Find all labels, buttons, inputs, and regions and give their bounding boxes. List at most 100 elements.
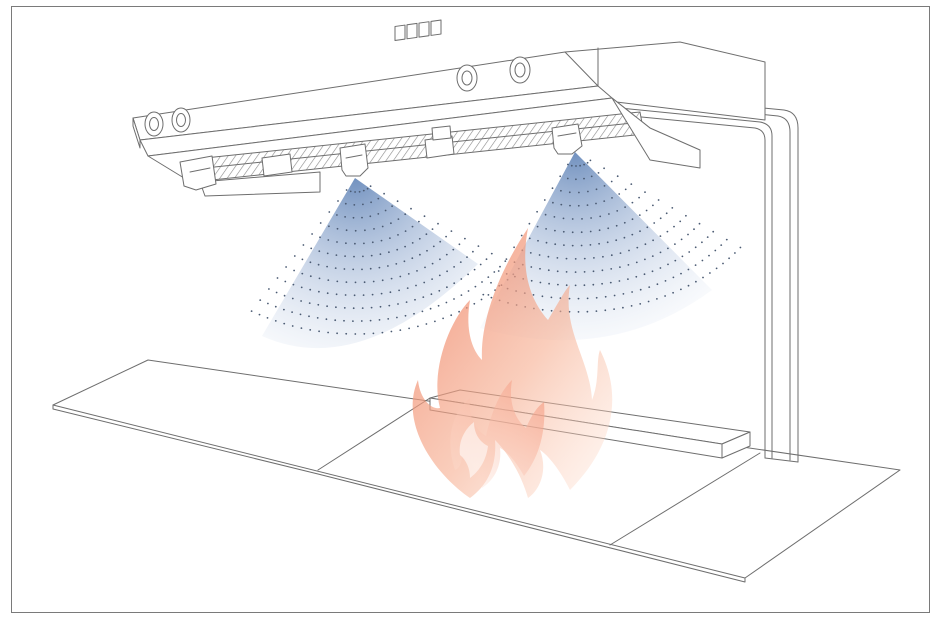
spray-dot — [291, 325, 294, 327]
spray-dot — [430, 293, 433, 296]
spray-dot — [505, 258, 508, 260]
spray-dot — [593, 257, 595, 259]
spray-dot — [309, 261, 312, 264]
spray-dot — [687, 233, 689, 236]
spray-dot — [694, 264, 697, 266]
spray-dot — [590, 175, 593, 178]
spray-dot — [354, 281, 357, 284]
spray-dot — [598, 229, 601, 232]
spray-dot — [388, 251, 390, 254]
spray-dot — [715, 267, 718, 270]
spray-dot — [601, 269, 604, 272]
spray-dot — [566, 177, 569, 180]
spray-dot — [481, 281, 483, 283]
spray-dot — [623, 221, 626, 224]
spray-dot — [344, 294, 347, 296]
spray-dot — [345, 229, 348, 232]
spray-dot — [424, 266, 426, 269]
spray-dot — [688, 251, 691, 253]
spray-dot — [432, 245, 435, 248]
spray-dot — [557, 283, 559, 286]
spray-dot — [379, 305, 382, 308]
spray-dot — [577, 311, 580, 313]
spray-dot — [592, 270, 595, 273]
spray-dot — [336, 214, 338, 216]
spray-dot — [274, 305, 277, 308]
spray-dot — [258, 313, 261, 316]
spray-dot — [624, 206, 626, 209]
spray-dot — [504, 260, 507, 262]
spray-dot — [411, 225, 414, 228]
spray-dot — [659, 267, 662, 269]
spray-dot — [285, 266, 287, 268]
spray-dot — [352, 216, 355, 219]
spray-dot — [416, 270, 418, 272]
spray-dot — [532, 294, 535, 296]
spray-dot — [575, 178, 577, 181]
spray-dot — [636, 246, 639, 249]
spray-dot — [639, 288, 642, 291]
spray-dot — [372, 280, 375, 283]
spray-dot — [363, 333, 366, 335]
spray-dot — [362, 255, 364, 258]
spray-dot — [388, 304, 391, 307]
spray-dot — [363, 242, 365, 245]
spray-dot — [565, 284, 568, 287]
spray-dot — [389, 237, 391, 240]
spray-dot — [587, 190, 589, 193]
spray-dot — [547, 269, 550, 272]
spray-dot — [548, 282, 550, 285]
spray-dot — [659, 251, 662, 254]
spray-dot — [266, 317, 269, 319]
flame-icon — [412, 228, 613, 498]
spray-dot — [396, 316, 398, 319]
spray-dot — [586, 204, 589, 207]
spray-dot — [336, 227, 339, 230]
spray-dot — [450, 314, 453, 317]
spray-dot — [438, 289, 441, 292]
spray-dot — [659, 217, 662, 220]
spray-dot — [399, 329, 402, 331]
spray-dot — [563, 244, 565, 247]
spray-dot — [624, 188, 627, 191]
spray-dot — [513, 246, 515, 249]
spray-dot — [565, 271, 568, 273]
spray-dot — [318, 277, 321, 280]
spray-dot — [369, 267, 372, 270]
spray-dot — [472, 250, 474, 253]
spray-dot — [300, 286, 303, 289]
spray-dot — [390, 330, 393, 333]
spray-dot — [458, 243, 461, 246]
spray-dot — [679, 220, 682, 223]
spray-dot — [283, 322, 286, 325]
spray-dot — [543, 199, 546, 201]
spray-dot — [520, 234, 523, 237]
spray-dot — [578, 191, 580, 194]
spray-dot — [429, 307, 432, 310]
spray-dot — [345, 332, 348, 335]
spray-dot — [490, 252, 493, 255]
spray-dot — [487, 294, 490, 296]
spray-dot — [603, 200, 606, 203]
spray-dot — [377, 197, 380, 200]
spray-dot — [381, 279, 384, 282]
spray-dot — [592, 283, 595, 286]
spray-dot — [464, 237, 466, 240]
spray-dot — [574, 284, 577, 287]
spray-dot — [300, 300, 302, 302]
spray-dot — [327, 239, 330, 241]
spray-dot — [361, 216, 363, 219]
range-hood — [132, 19, 766, 197]
spray-dot — [423, 215, 426, 218]
spray-dot — [411, 242, 414, 244]
spray-dot — [586, 161, 589, 164]
spray-dot — [574, 258, 577, 260]
spray-dot — [396, 248, 399, 251]
knob-right-2 — [509, 56, 531, 84]
spray-dot — [556, 257, 559, 259]
spray-dot — [318, 250, 321, 253]
spray-dot — [474, 285, 477, 288]
spray-dot — [536, 225, 539, 228]
spray-dot — [378, 266, 381, 269]
spray-dot — [354, 333, 357, 335]
